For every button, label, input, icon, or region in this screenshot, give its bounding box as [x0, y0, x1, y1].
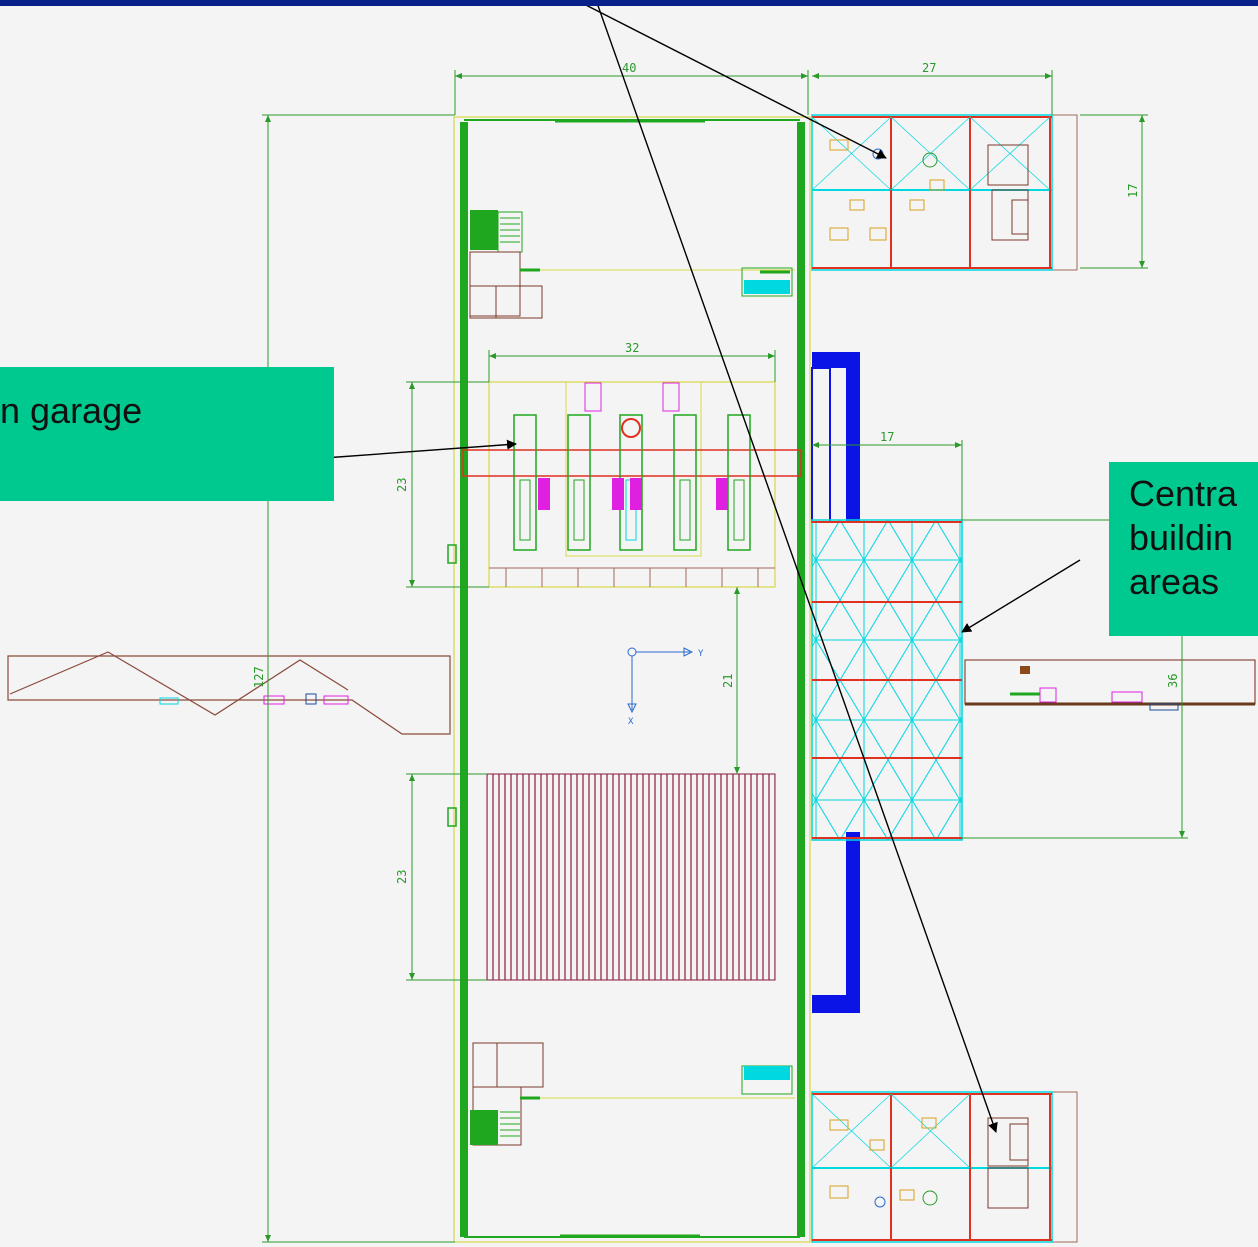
garage-area: [462, 381, 802, 588]
dim-lower-height: 23: [395, 870, 409, 884]
main-hall: [447, 116, 811, 1243]
dim-corridor-length: 36: [1166, 674, 1180, 688]
dimension-labels: 40 27 17 32 23 23 21 127 17 36: [252, 61, 1180, 884]
dim-width-top: 40: [622, 61, 636, 75]
dim-gap: 21: [721, 674, 735, 688]
header-bar-overlay: [0, 0, 1258, 6]
arrow-to-central-building: [961, 559, 1081, 633]
arrow-to-upper-office: [575, 0, 887, 159]
callout-central-line-1: Centra: [1129, 473, 1238, 514]
dim-height-office: 17: [1126, 184, 1140, 198]
lower-office-block: [811, 1091, 1078, 1243]
dim-total-length: 127: [252, 666, 266, 688]
central-building: [811, 519, 963, 841]
dim-central-width: 17: [880, 430, 894, 444]
dim-width-right: 27: [922, 61, 936, 75]
entrance-ramp: [7, 651, 451, 735]
right-corridor: [964, 659, 1256, 711]
axis-x-label: X: [628, 717, 634, 727]
callout-garage: n garage: [0, 367, 334, 501]
callout-central-line-2: buildin: [1129, 517, 1234, 558]
assembly-zone: [486, 773, 776, 981]
callout-central-line-3: areas: [1129, 561, 1220, 602]
callout-garage-text: n garage: [0, 390, 143, 431]
arrow-to-lower-office: [595, 0, 998, 1133]
callout-central-building: Centra buildin areas: [1109, 462, 1258, 636]
vehicle-bays: [513, 414, 751, 551]
upper-office-block: [811, 114, 1078, 271]
lower-stair-core: [470, 1042, 795, 1146]
upper-stair-core: [469, 210, 795, 319]
dim-garage-width: 32: [625, 341, 639, 355]
axis-symbol: Y X: [627, 647, 704, 727]
axis-y-label: Y: [698, 649, 704, 659]
leader-arrows: [323, 0, 1081, 1133]
arrow-to-garage: [323, 439, 517, 459]
dim-garage-height: 23: [395, 478, 409, 492]
